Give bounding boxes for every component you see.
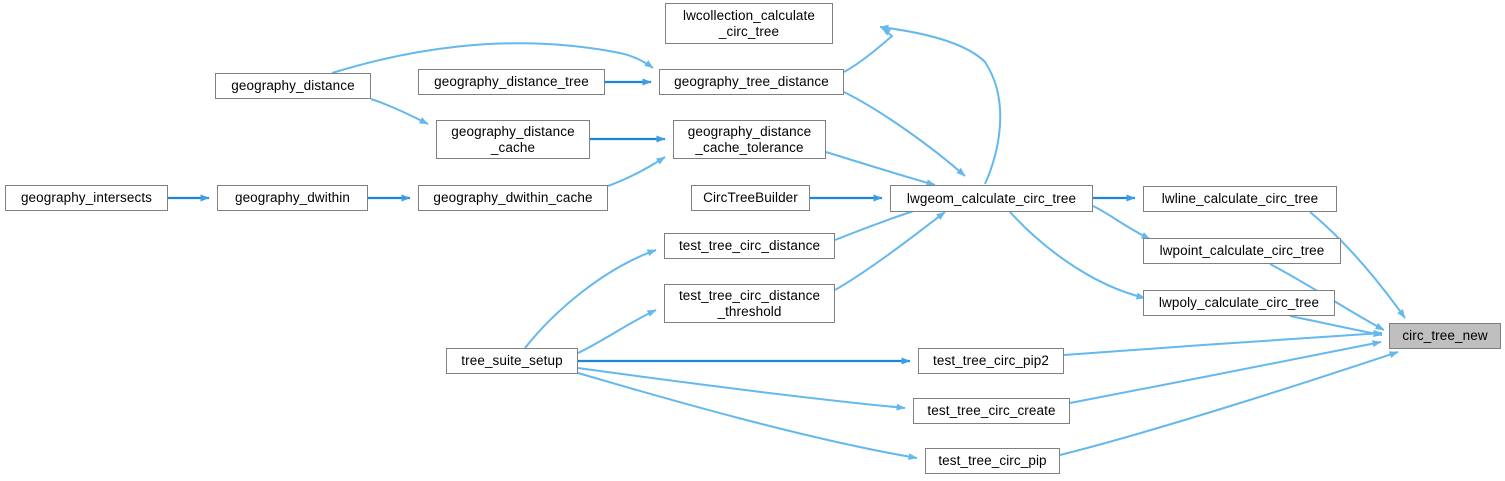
graph-node-geography_distance[interactable]: geography_distance [215,73,371,99]
edge-geography_dwithin_cache-to-geography_distance_cache_tolerance [607,156,666,187]
graph-node-geography_distance_cache[interactable]: geography_distance _cache [436,120,590,159]
edge-test_tree_circ_pip-to-circ_tree_new [1059,351,1399,456]
edge-tree_suite_setup-to-test_tree_circ_distance [524,249,657,349]
edge-geography_distance-to-geography_tree_distance [331,42,654,74]
edge-tree_suite_setup-to-test_tree_circ_distance_threshold [577,309,657,354]
edge-geography_tree_distance-to-lwgeom_calculate_circ_tree [843,91,966,177]
graph-node-lwcollection_calculate_circ_tree[interactable]: lwcollection_calculate _circ_tree [665,3,833,44]
edge-lwgeom_calculate_circ_tree-to-lwcollection_calculate_circ_tree [879,24,1002,185]
graph-node-lwline_calculate_circ_tree[interactable]: lwline_calculate_circ_tree [1143,186,1337,212]
graph-node-CircTreeBuilder[interactable]: CircTreeBuilder [691,185,810,211]
edge-geography_distance_cache_tolerance-to-lwgeom_calculate_circ_tree [825,151,936,187]
graph-node-geography_dwithin[interactable]: geography_dwithin [217,185,368,211]
edge-lwpoly_calculate_circ_tree-to-circ_tree_new [1289,315,1383,337]
graph-node-lwgeom_calculate_circ_tree[interactable]: lwgeom_calculate_circ_tree [890,185,1093,212]
edge-test_tree_circ_pip2-to-circ_tree_new [1063,330,1383,356]
edge-lwgeom_calculate_circ_tree-to-lwpoint_calculate_circ_tree [1092,205,1151,240]
graph-node-test_tree_circ_create[interactable]: test_tree_circ_create [913,398,1070,424]
graph-node-geography_intersects[interactable]: geography_intersects [5,185,168,211]
graph-node-test_tree_circ_distance[interactable]: test_tree_circ_distance [664,233,835,259]
graph-node-geography_dwithin_cache[interactable]: geography_dwithin_cache [418,185,608,211]
edge-geography_tree_distance-to-lwcollection_calculate_circ_tree [843,27,894,73]
edge-test_tree_circ_distance_threshold-to-lwgeom_calculate_circ_tree [834,211,946,291]
edge-tree_suite_setup-to-test_tree_circ_create [577,367,906,411]
graph-node-test_tree_circ_distance_threshold[interactable]: test_tree_circ_distance _threshold [664,284,835,323]
graph-node-lwpoint_calculate_circ_tree[interactable]: lwpoint_calculate_circ_tree [1143,238,1341,264]
graph-node-geography_tree_distance[interactable]: geography_tree_distance [659,69,844,95]
graph-node-geography_distance_tree[interactable]: geography_distance_tree [418,69,605,95]
edge-lwgeom_calculate_circ_tree-to-lwpoly_calculate_circ_tree [1009,211,1146,300]
graph-node-test_tree_circ_pip[interactable]: test_tree_circ_pip [925,448,1060,474]
graph-node-circ_tree_new[interactable]: circ_tree_new [1389,323,1501,349]
edge-tree_suite_setup-to-test_tree_circ_pip [577,372,918,461]
graph-node-geography_distance_cache_tolerance[interactable]: geography_distance _cache_tolerance [673,120,826,159]
edge-test_tree_circ_create-to-circ_tree_new [1069,340,1382,404]
graph-node-tree_suite_setup[interactable]: tree_suite_setup [446,348,578,374]
edge-lwline_calculate_circ_tree-to-circ_tree_new [1309,211,1406,319]
graph-node-lwpoly_calculate_circ_tree[interactable]: lwpoly_calculate_circ_tree [1143,290,1335,316]
graph-node-test_tree_circ_pip2[interactable]: test_tree_circ_pip2 [918,348,1064,374]
edge-geography_distance-to-geography_distance_cache [370,98,429,125]
